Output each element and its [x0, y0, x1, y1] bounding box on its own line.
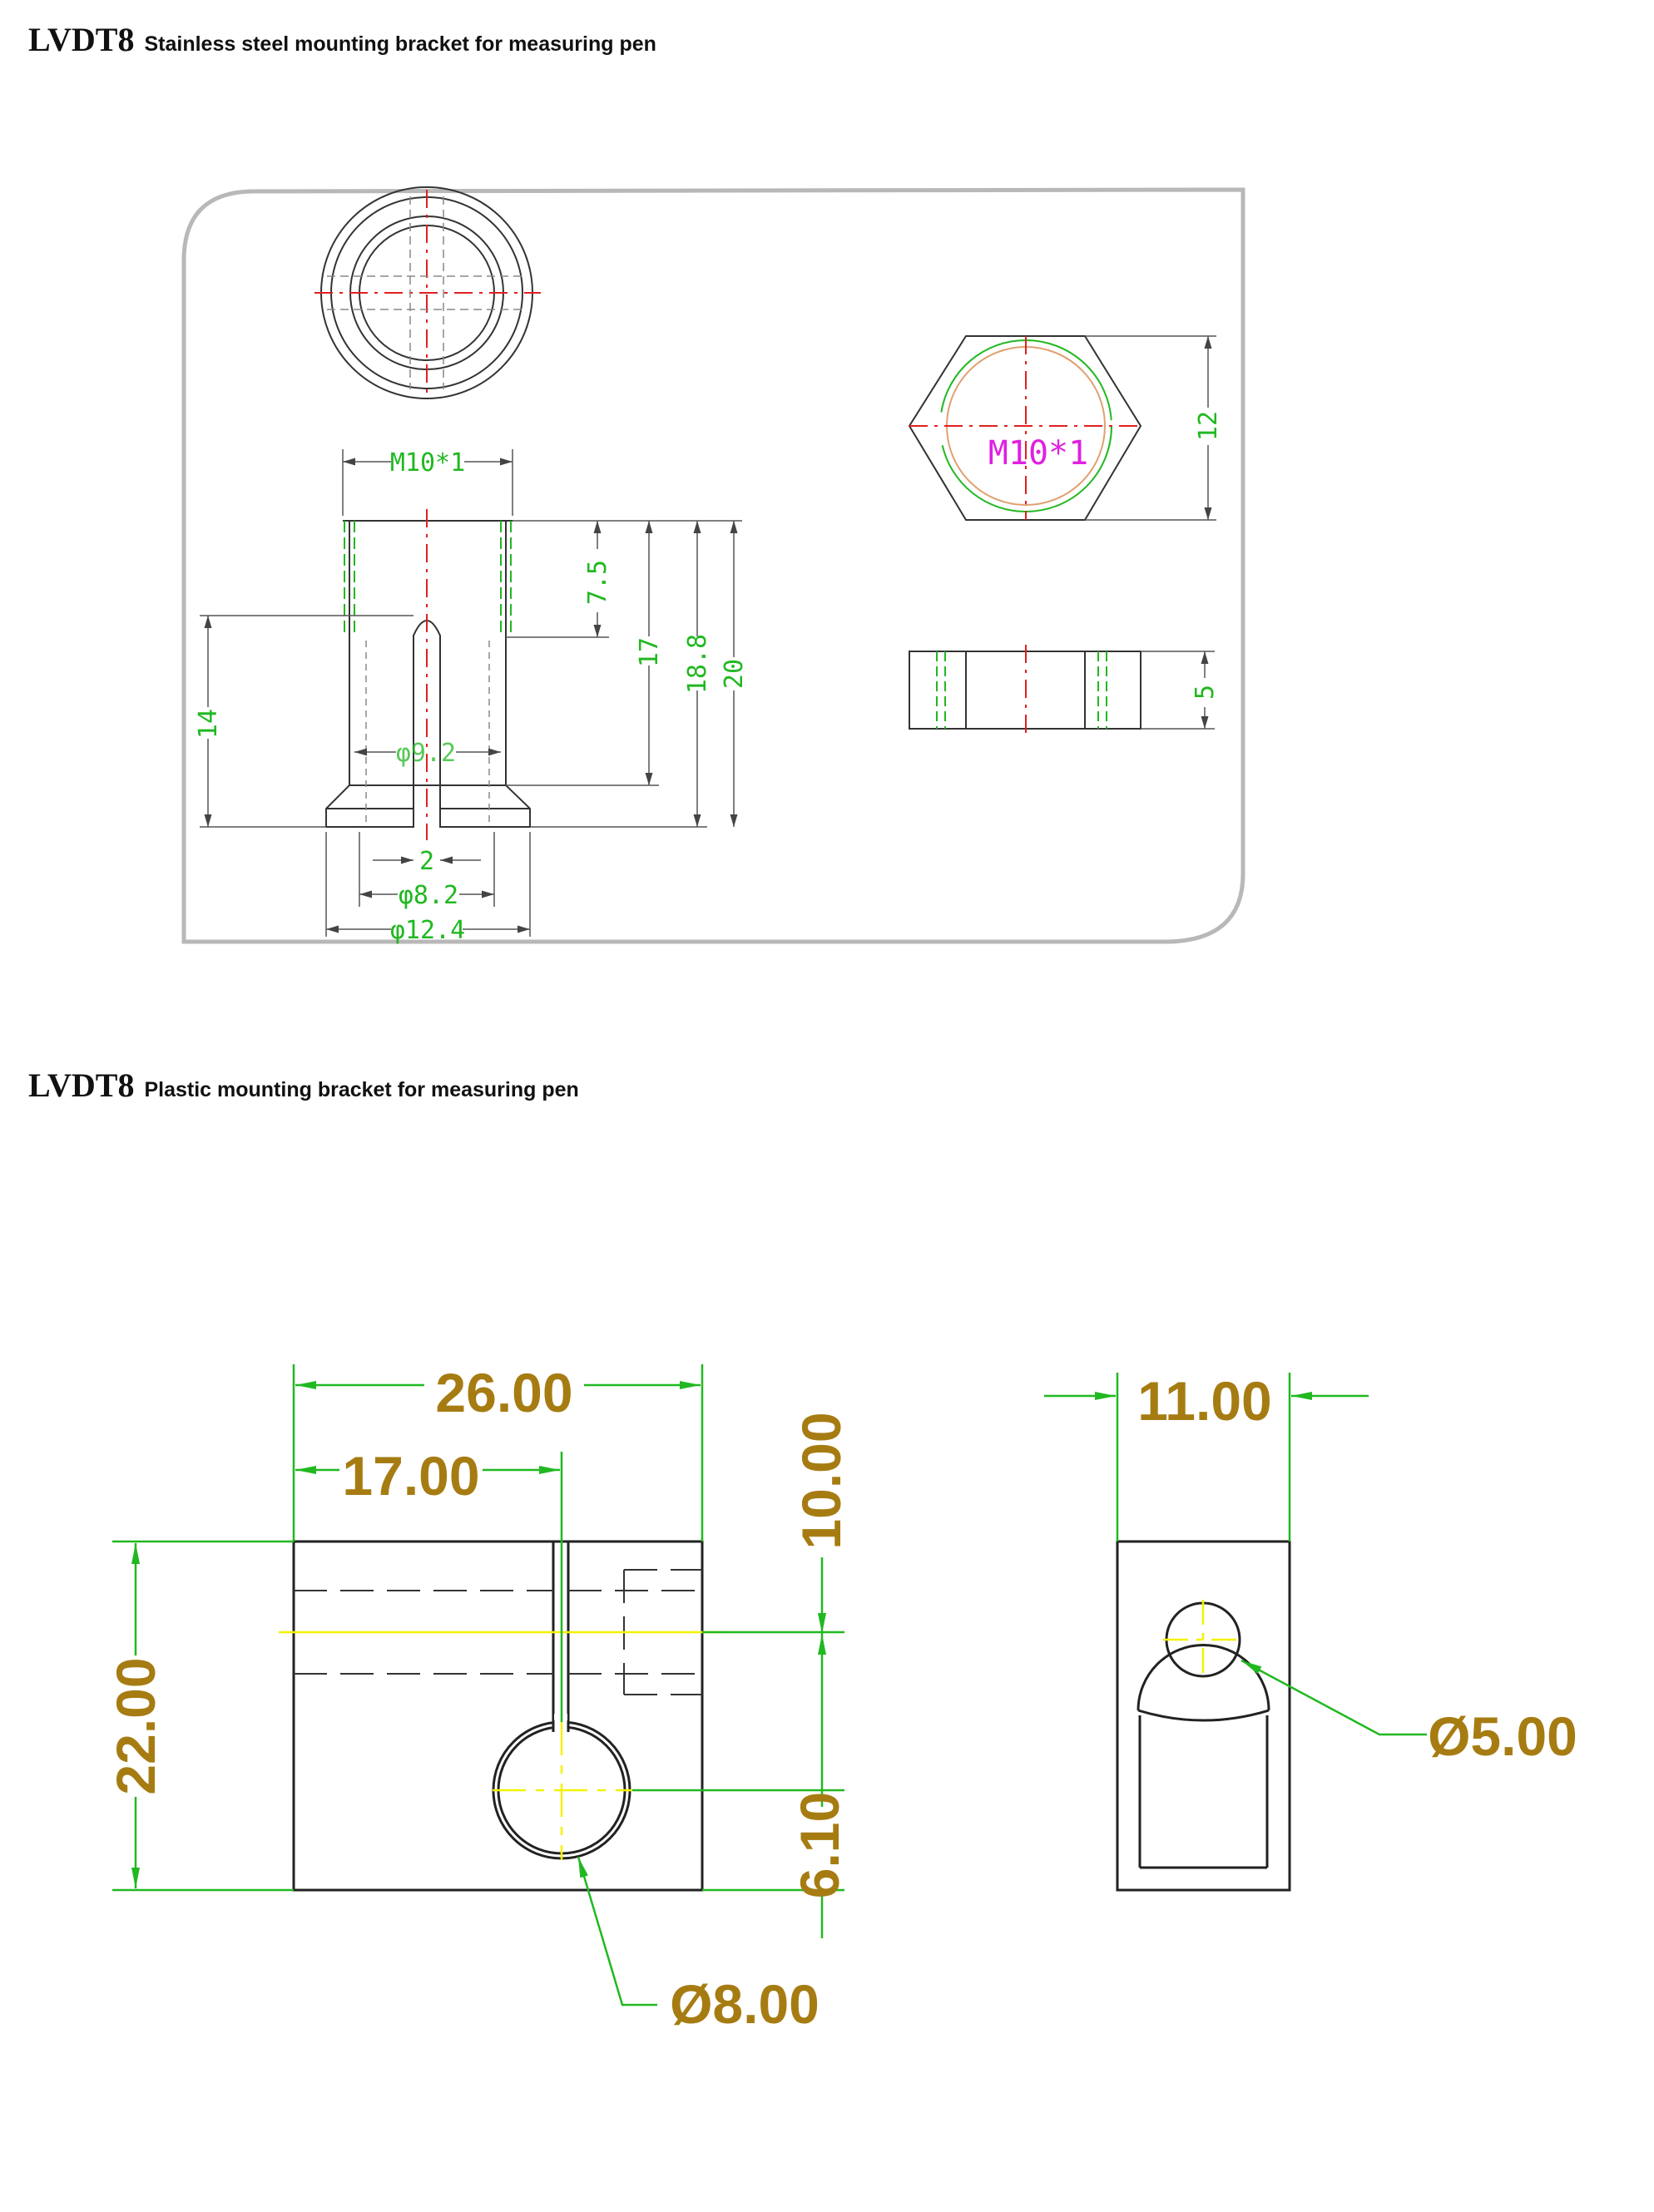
drawing-frame — [181, 187, 1245, 944]
dim-depth-slot: 17 — [635, 637, 664, 667]
dim-height-total: 20 — [720, 659, 749, 689]
section-2-heading: LVDT8 Plastic mounting bracket for measu… — [28, 1066, 579, 1105]
dim-dia-bottom: φ8.2 — [399, 881, 458, 910]
section-2-model: LVDT8 — [28, 1066, 135, 1104]
section-1-model: LVDT8 — [28, 21, 135, 58]
dim-nut-thickness: 5 — [1191, 685, 1220, 700]
dim-nut-width: 12 — [1194, 411, 1223, 441]
dim-slot-width: 2 — [419, 847, 434, 876]
hex-nut-top-view: M10*1 — [908, 335, 1142, 521]
section-2-description: Plastic mounting bracket for measuring p… — [144, 1078, 579, 1101]
dim-dia-inner: φ9.2 — [396, 739, 456, 768]
dim-hole-dia: Ø8.00 — [670, 1973, 820, 2035]
dim-width: 26.00 — [435, 1362, 572, 1423]
dim-height: 22.00 — [105, 1657, 166, 1794]
dim-height-left: 14 — [194, 709, 223, 739]
section-1-heading: LVDT8 Stainless steel mounting bracket f… — [28, 20, 656, 59]
steel-bracket-drawing: M10*1 7.5 17 18.8 20 14 φ9.2 2 φ8.2 φ12.… — [181, 186, 1245, 945]
plastic-side-view — [1116, 1540, 1291, 1892]
dim-thread-nut: M10*1 — [988, 434, 1088, 473]
section-1-description: Stainless steel mounting bracket for mea… — [144, 32, 656, 56]
dim-thread-top: M10*1 — [390, 448, 465, 478]
dim-hole-height: 6.10 — [789, 1792, 850, 1898]
dim-side-width: 11.00 — [1137, 1370, 1272, 1432]
dim-side-hole-dia: Ø5.00 — [1428, 1705, 1577, 1767]
dim-height-body: 18.8 — [683, 634, 712, 694]
dim-hole-offset: 17.00 — [342, 1445, 479, 1507]
dim-depth-thread: 7.5 — [583, 560, 612, 605]
dim-screw-height: 10.00 — [790, 1412, 852, 1549]
front-view — [325, 520, 531, 828]
plastic-front-view — [292, 1540, 704, 1892]
dim-dia-flange: φ12.4 — [390, 916, 465, 945]
